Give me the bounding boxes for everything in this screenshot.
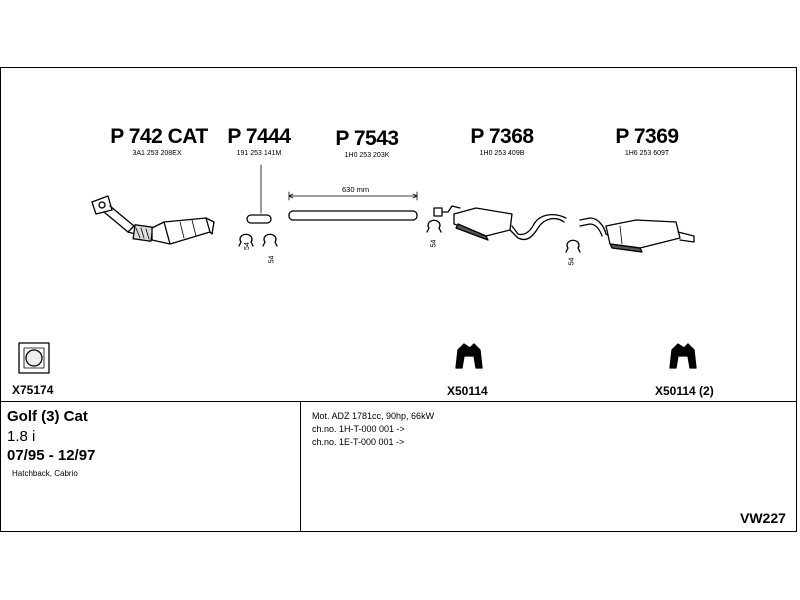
- vehicle-years: 07/95 - 12/97: [7, 447, 96, 464]
- oem-number-pipe: 1H0 253 203K: [344, 152, 390, 159]
- vehicle-specs: Mot. ADZ 1781cc, 90hp, 66kW ch.no. 1H-T-…: [312, 410, 434, 449]
- diagram-frame: [0, 67, 797, 532]
- accessory-mount-label: X50114: [447, 384, 488, 398]
- connector-drawing: [246, 164, 272, 224]
- chassis-number: ch.no. 1H-T-000 001 ->: [312, 424, 405, 434]
- catalyst-drawing: [91, 195, 215, 245]
- rubber-mount-icon: [669, 343, 697, 369]
- oem-number-catalyst: 3A1 253 208EX: [132, 150, 182, 157]
- accessory-mount-label: X50114 (2): [655, 384, 714, 398]
- accessory-gasket-label: X75174: [12, 383, 54, 397]
- gasket-icon: [18, 342, 50, 374]
- vehicle-body-type: Hatchback, Cabrio: [12, 469, 78, 478]
- motor-spec: Mot. ADZ 1781cc, 90hp, 66kW: [312, 411, 435, 421]
- vehicle-engine: 1.8 i: [7, 428, 36, 445]
- divider-horizontal: [0, 401, 797, 402]
- oem-number-rear-silencer: 1H6 253 609T: [624, 150, 670, 157]
- part-number-catalyst: P 742 CAT: [110, 125, 208, 148]
- part-number-connector: P 7444: [227, 125, 291, 148]
- divider-vertical: [300, 401, 301, 532]
- oem-number-connector: 191 253 141M: [236, 150, 282, 157]
- clamp-icon: [238, 219, 581, 253]
- pipe-drawing: [288, 191, 418, 221]
- middle-silencer-drawing: [433, 205, 567, 241]
- chassis-number: ch.no. 1E-T-000 001 ->: [312, 437, 405, 447]
- dimension-label: 630 mm: [342, 185, 370, 194]
- part-number-rear-silencer: P 7369: [615, 125, 679, 148]
- rear-silencer-drawing: [579, 217, 695, 253]
- part-number-pipe: P 7543: [335, 127, 399, 150]
- oem-number-middle-silencer: 1H0 253 409B: [479, 150, 525, 157]
- part-number-middle-silencer: P 7368: [470, 125, 534, 148]
- vehicle-model: Golf (3) Cat: [7, 408, 88, 425]
- diagram-code: VW227: [740, 510, 786, 526]
- rubber-mount-icon: [455, 343, 483, 369]
